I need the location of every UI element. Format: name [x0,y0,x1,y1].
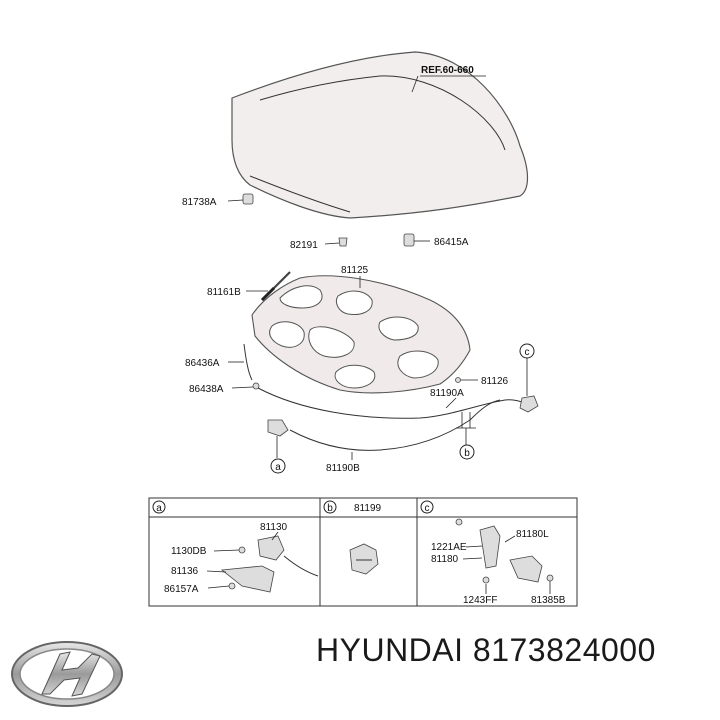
svg-text:a: a [275,462,281,473]
part-number: 8173824000 [472,632,656,668]
hyundai-logo [11,641,123,707]
label-81190a: 81190A [430,388,464,399]
label-1221ae: 1221AE [431,542,467,553]
svg-text:c: c [525,347,530,358]
label-82191: 82191 [290,240,318,251]
seal-86436a [243,343,253,381]
hood-insulator-panel [251,275,471,394]
brand-name: HYUNDAI [316,632,464,668]
detail-c-parts [455,518,554,584]
svg-text:b: b [327,503,333,514]
bumper-81738a [242,193,254,205]
label-81190b: 81190B [326,463,360,474]
callout-a: a [270,458,286,474]
label-86436a: 86436A [185,358,220,369]
callout-b: b [459,444,475,460]
cable-81190a [257,387,528,419]
hood-lift-strut [260,271,291,302]
ref-label: REF.60-660 [421,65,474,76]
label-81180: 81180 [431,554,459,565]
detail-a-header: a [152,500,166,514]
release-handle [267,419,289,458]
detail-b-clip [349,543,379,575]
detail-a-parts [220,535,319,593]
label-81125: 81125 [341,265,369,276]
label-81126: 81126 [481,376,509,387]
cable-81190b [289,399,501,451]
hood-panel [231,51,529,219]
label-81738a: 81738A [182,197,217,208]
label-81161b: 81161B [207,287,241,298]
label-81385b: 81385B [531,595,566,606]
svg-text:c: c [425,503,430,514]
label-81199: 81199 [354,503,382,514]
product-caption: HYUNDAI 8173824000 [316,632,656,669]
stopper-82191 [338,237,348,247]
ref-leader [411,75,419,93]
cable-clip-group [456,412,476,446]
clip-81126 [455,377,461,383]
svg-text:a: a [156,503,162,514]
label-86415a: 86415A [434,237,469,248]
bumper-86415a [403,233,415,247]
label-86438a: 86438A [189,384,224,395]
label-81130: 81130 [260,522,288,533]
detail-c-header: c [420,500,434,514]
clip-86438a [252,382,260,390]
svg-text:b: b [464,448,470,459]
label-81136: 81136 [171,566,199,577]
label-1243ff: 1243FF [463,595,497,606]
hood-latch [519,358,539,413]
detail-b-header: b [323,500,337,514]
label-86157a: 86157A [164,584,199,595]
label-81180l: 81180L [516,529,549,540]
label-1130db: 1130DB [171,546,207,557]
callout-c: c [519,343,535,359]
